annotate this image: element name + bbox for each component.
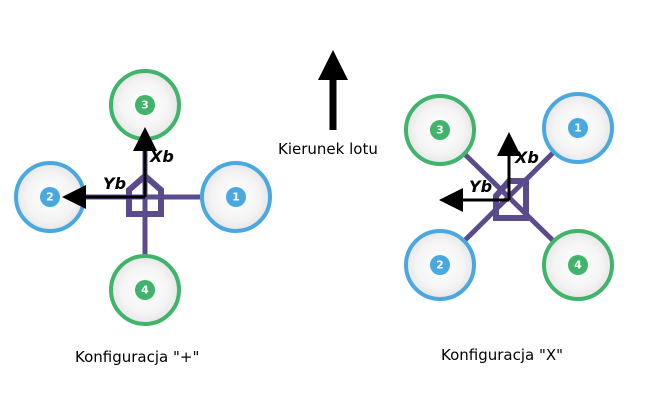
motor-number: 3	[436, 124, 444, 137]
motor-number: 4	[574, 259, 582, 272]
motor-hub	[430, 120, 450, 140]
motor-number: 2	[436, 259, 444, 272]
x-x-axis-label: Xb	[514, 148, 539, 167]
x-y-axis-label: Yb	[469, 177, 492, 196]
motor-hub	[430, 255, 450, 275]
motor-number: 3	[141, 99, 149, 112]
x-configuration: 3 1 2 4 Xb Yb Konfiguracja "X"	[404, 92, 614, 364]
plus-motor-1: 1	[200, 161, 272, 233]
flight-direction-label: Kierunek lotu	[278, 140, 378, 158]
plus-caption: Konfiguracja "+"	[75, 348, 199, 366]
motor-number: 1	[574, 122, 582, 135]
x-motor-1: 1	[542, 92, 614, 164]
motor-number: 2	[46, 191, 54, 204]
motor-number: 4	[141, 284, 149, 297]
motor-hub	[135, 280, 155, 300]
motor-number: 1	[232, 191, 240, 204]
plus-configuration: 3 2 1 4 Xb Yb Konfiguracja "+"	[14, 69, 272, 366]
x-motor-4: 4	[542, 229, 614, 301]
x-motor-3: 3	[404, 94, 476, 166]
motor-hub	[226, 187, 246, 207]
motor-hub	[135, 95, 155, 115]
motor-hub	[568, 255, 588, 275]
plus-y-axis-label: Yb	[103, 174, 126, 193]
x-caption: Konfiguracja "X"	[441, 346, 563, 364]
motor-hub	[568, 118, 588, 138]
plus-motor-4: 4	[109, 254, 181, 326]
x-motor-2: 2	[404, 229, 476, 301]
flight-direction-arrowhead	[318, 50, 348, 80]
plus-x-axis-label: Xb	[149, 147, 174, 166]
flight-direction: Kierunek lotu	[278, 50, 378, 158]
motor-hub	[40, 187, 60, 207]
plus-motor-3: 3	[109, 69, 181, 141]
